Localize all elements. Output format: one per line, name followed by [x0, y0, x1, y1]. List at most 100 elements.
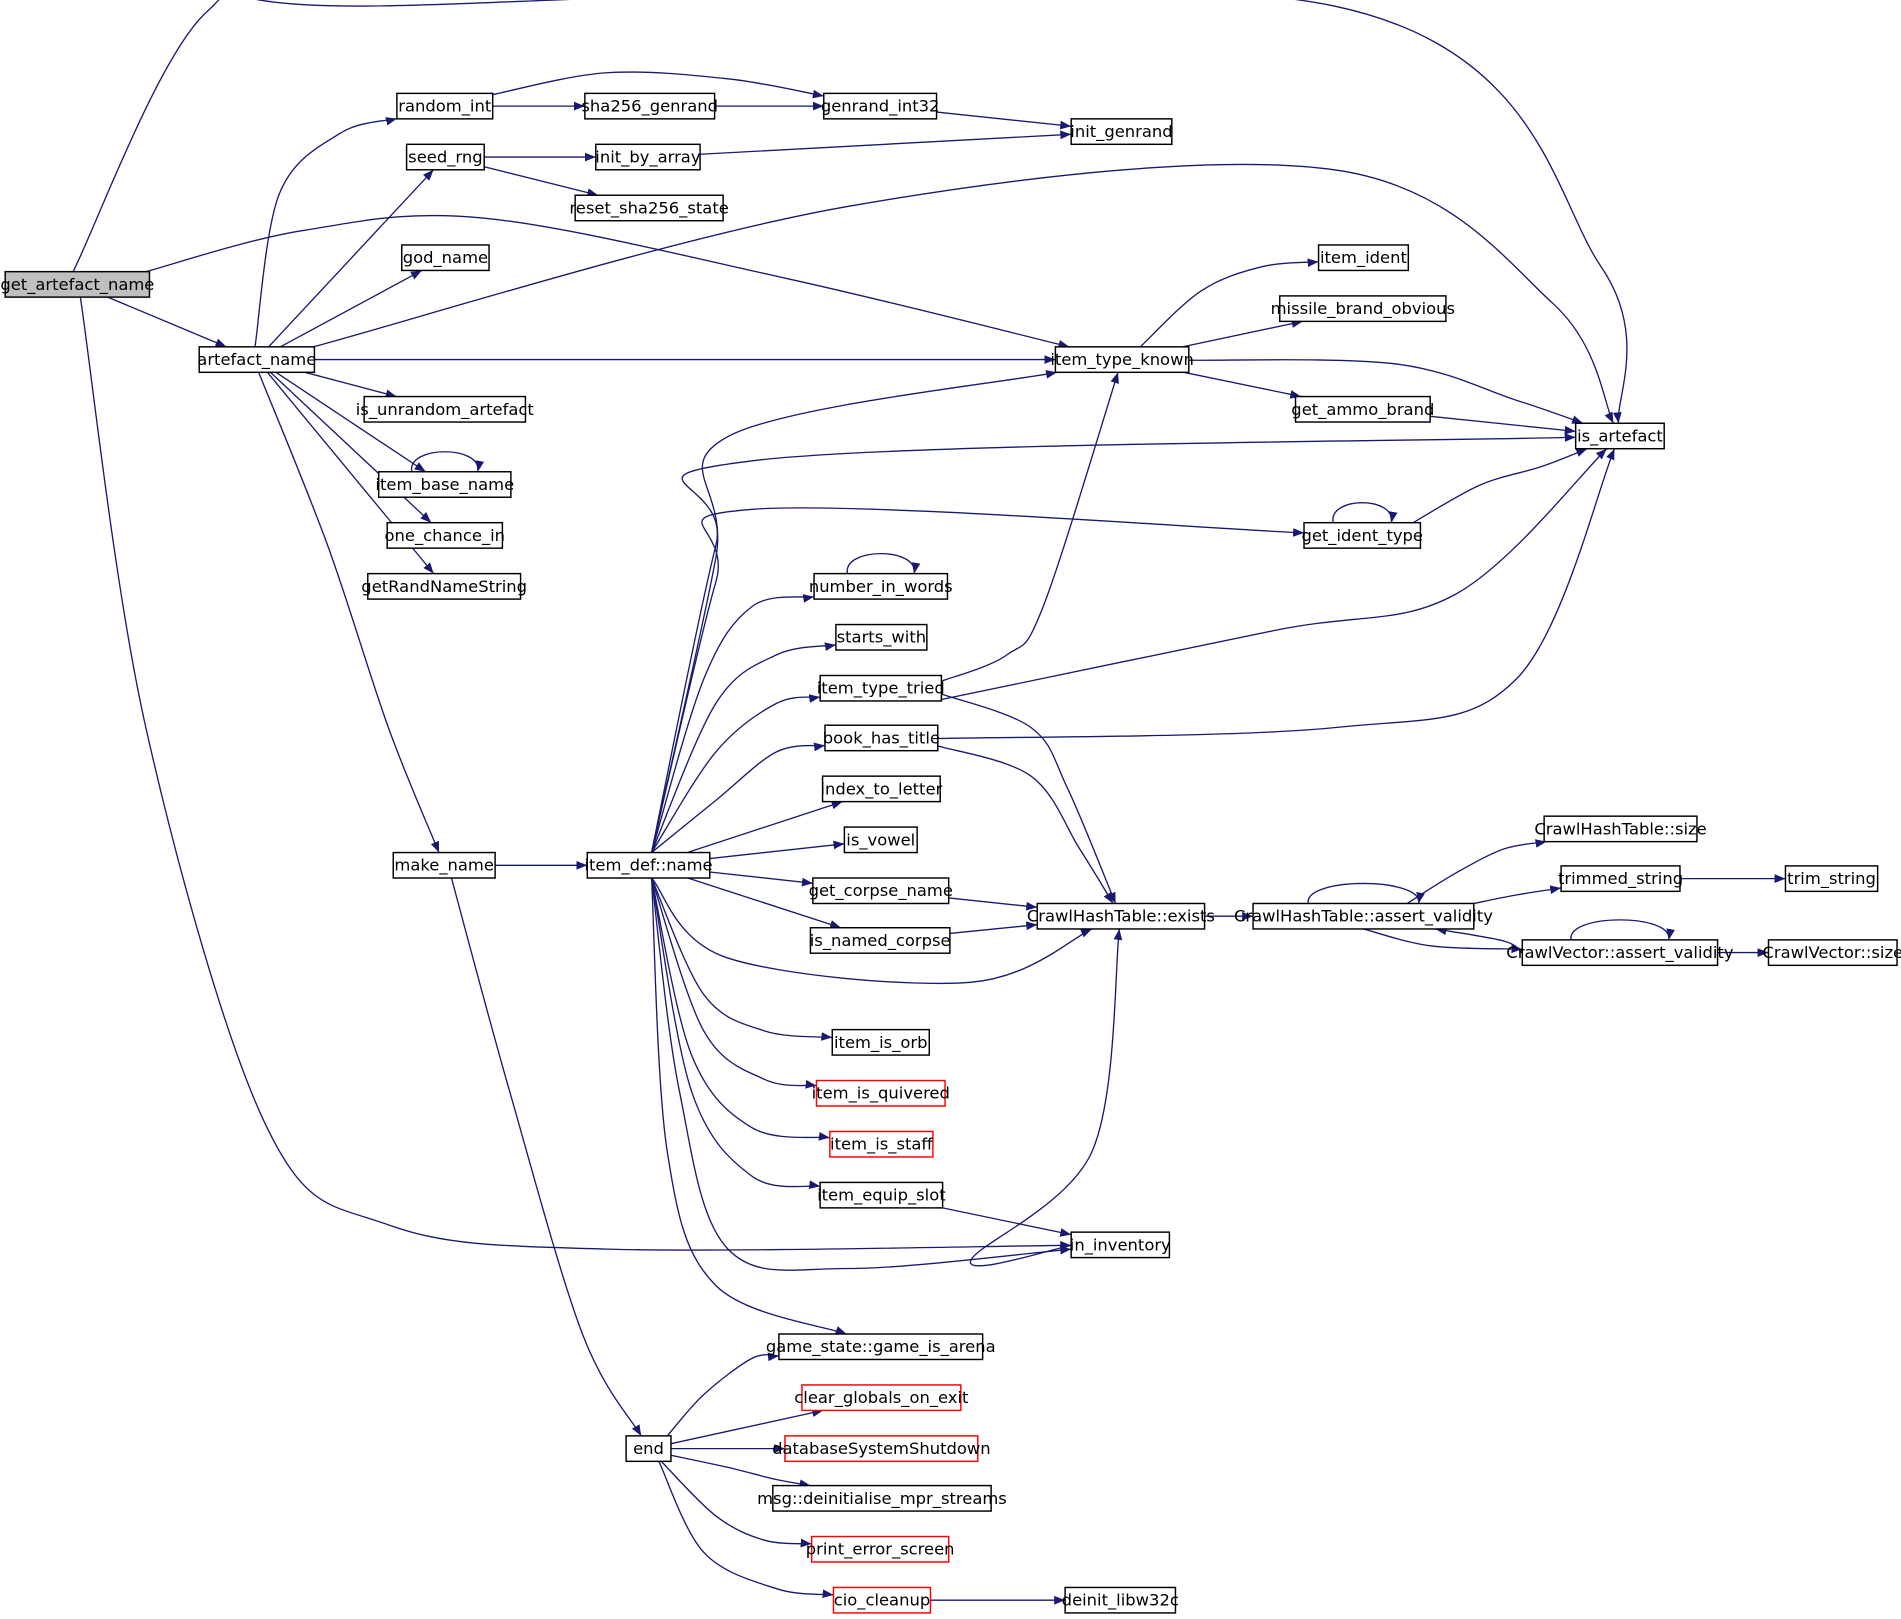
edge-end-to-clear-globals-on-exit — [670, 1408, 824, 1445]
node-is-unrandom-artefact[interactable]: is_unrandom_artefact — [356, 395, 535, 423]
node-item-is-staff[interactable]: item_is_staff — [829, 1130, 934, 1158]
node-label: number_in_words — [809, 577, 953, 597]
node-book-has-title[interactable]: book_has_title — [823, 724, 940, 752]
edge-chash-assert-validity-to-cvec-assert-validity — [1363, 928, 1523, 954]
edge-item-def-name-to-item-type-tried — [650, 694, 821, 853]
node-label: item_equip_slot — [817, 1186, 946, 1206]
node-label: trim_string — [1787, 869, 1876, 889]
node-cvec-assert-validity[interactable]: CrawlVector::assert_validity — [1506, 939, 1734, 967]
edge-artefact-name-to-item-base-name — [275, 371, 426, 473]
node-get-ident-type[interactable]: get_ident_type — [1301, 521, 1423, 549]
node-box — [819, 674, 943, 702]
edge-item-type-known-to-is-artefact — [1188, 359, 1584, 424]
node-label: msg::deinitialise_mpr_streams — [757, 1489, 1007, 1509]
node-random-int[interactable]: random_int — [396, 92, 494, 120]
node-label: item_ident — [1320, 248, 1408, 268]
node-game-is-arena[interactable]: game_state::game_is_arena — [766, 1333, 996, 1361]
node-item-type-tried[interactable]: item_type_tried — [817, 674, 945, 702]
node-cvec-size[interactable]: CrawlVector::size — [1762, 939, 1901, 967]
node-box — [819, 1181, 944, 1209]
node-label: book_has_title — [823, 728, 940, 748]
edge-item-def-name-to-item-is-staff — [650, 877, 830, 1141]
node-item-def-name[interactable]: item_def::name — [584, 851, 713, 879]
edge-get-artefact-name-to-is-artefact — [72, 0, 1628, 424]
node-is-vowel[interactable]: is_vowel — [843, 826, 918, 854]
node-box — [810, 1535, 950, 1563]
node-end[interactable]: end — [625, 1435, 672, 1463]
node-init-genrand[interactable]: init_genrand — [1070, 118, 1173, 146]
node-get-ammo-brand[interactable]: get_ammo_brand — [1291, 395, 1434, 423]
node-item-type-known[interactable]: item_type_known — [1050, 346, 1194, 374]
node-box — [1252, 902, 1475, 930]
node-label: sha256_genrand — [581, 97, 718, 117]
node-number-in-words[interactable]: number_in_words — [809, 572, 953, 600]
node-trim-string[interactable]: trim_string — [1784, 865, 1879, 893]
node-box — [401, 244, 490, 272]
node-label: index_to_letter — [820, 779, 942, 799]
node-label: missile_brand_obvious — [1271, 299, 1455, 319]
node-item-ident[interactable]: item_ident — [1317, 244, 1410, 272]
node-item-is-orb[interactable]: item_is_orb — [831, 1028, 931, 1056]
edge-artefact-name-to-random-int — [254, 117, 398, 347]
edge-item-type-tried-to-is-artefact — [940, 448, 1608, 701]
node-box — [812, 877, 950, 905]
node-artefact-name[interactable]: artefact_name — [197, 346, 316, 374]
node-label: CrawlHashTable::size — [1534, 819, 1706, 838]
node-chash-assert-validity[interactable]: CrawlHashTable::assert_validity — [1234, 902, 1493, 930]
node-label: item_is_quivered — [812, 1084, 950, 1104]
edge-get-artefact-name-to-in-inventory — [79, 297, 1072, 1251]
node-label: is_vowel — [846, 830, 915, 850]
node-sha256-genrand[interactable]: sha256_genrand — [581, 92, 718, 120]
node-deinit-libw32c[interactable]: deinit_libw32c — [1062, 1586, 1179, 1614]
edge-end-to-deinitialise-mpr-streams — [670, 1454, 811, 1488]
node-box — [363, 395, 527, 423]
node-genrand-int32[interactable]: genrand_int32 — [821, 92, 940, 120]
node-seed-rng[interactable]: seed_rng — [405, 143, 485, 171]
node-layer: get_artefact_name artefact_name random_int… — [0, 92, 1901, 1614]
node-label: init_genrand — [1070, 122, 1172, 142]
node-one-chance-in[interactable]: one_chance_in — [385, 521, 506, 549]
node-getrandnamestring[interactable]: getRandNameString — [361, 572, 527, 600]
node-print-error-screen[interactable]: print_error_screen — [806, 1535, 955, 1563]
node-is-artefact[interactable]: is_artefact — [1574, 422, 1665, 450]
edge-artefact-name-to-is-unrandom-artefact — [304, 371, 397, 398]
node-label: clear_globals_on_exit — [794, 1388, 969, 1408]
node-box — [829, 1130, 934, 1158]
node-item-base-name[interactable]: item_base_name — [375, 471, 514, 498]
node-clear-globals-on-exit[interactable]: clear_globals_on_exit — [794, 1384, 969, 1412]
node-box — [813, 572, 949, 600]
node-in-inventory[interactable]: in_inventory — [1070, 1231, 1171, 1259]
node-box — [1303, 521, 1422, 549]
node-trimmed-string[interactable]: trimmed_string — [1558, 865, 1683, 893]
node-item-equip-slot[interactable]: item_equip_slot — [817, 1181, 946, 1209]
node-make-name[interactable]: make_name — [392, 851, 496, 879]
node-box — [586, 851, 711, 879]
node-label: cio_cleanup — [834, 1591, 930, 1611]
node-init-by-array[interactable]: init_by_array — [595, 143, 701, 171]
node-god-name[interactable]: god_name — [401, 244, 490, 272]
node-label: item_type_tried — [817, 679, 945, 699]
node-databasesystemshutdown[interactable]: databaseSystemShutdown — [772, 1435, 991, 1463]
edge-end-to-print-error-screen — [660, 1460, 812, 1548]
edge-item-def-name-to-book-has-title — [651, 742, 826, 854]
node-is-named-corpse[interactable]: is_named_corpse — [810, 927, 951, 954]
node-box — [1294, 395, 1431, 423]
node-label: init_by_array — [595, 148, 701, 168]
node-missile-brand-obvious[interactable]: missile_brand_obvious — [1271, 295, 1455, 323]
edge-item-def-name-to-item-equip-slot — [650, 877, 821, 1189]
node-reset-sha256-state[interactable]: reset_sha256_state — [569, 194, 729, 222]
node-chash-size[interactable]: CrawlHashTable::size — [1534, 815, 1707, 843]
node-chash-exists[interactable]: CrawlHashTable::exists — [1027, 902, 1215, 930]
node-starts-with[interactable]: starts_with — [835, 623, 928, 651]
node-index-to-letter[interactable]: index_to_letter — [820, 775, 943, 803]
node-deinitialise-mpr-streams[interactable]: msg::deinitialise_mpr_streams — [757, 1484, 1007, 1512]
edge-item-def-name-to-get-corpse-name — [709, 871, 813, 887]
node-item-is-quivered[interactable]: item_is_quivered — [812, 1079, 950, 1107]
node-get-corpse-name[interactable]: get_corpse_name — [809, 877, 953, 905]
node-cio-cleanup[interactable]: cio_cleanup — [832, 1586, 932, 1614]
node-get-artefact-name[interactable]: get_artefact_name — [0, 270, 154, 298]
edge-end-to-cio-cleanup — [658, 1461, 834, 1599]
edge-artefact-name-to-god-name — [280, 269, 423, 348]
node-label: reset_sha256_state — [569, 198, 728, 218]
